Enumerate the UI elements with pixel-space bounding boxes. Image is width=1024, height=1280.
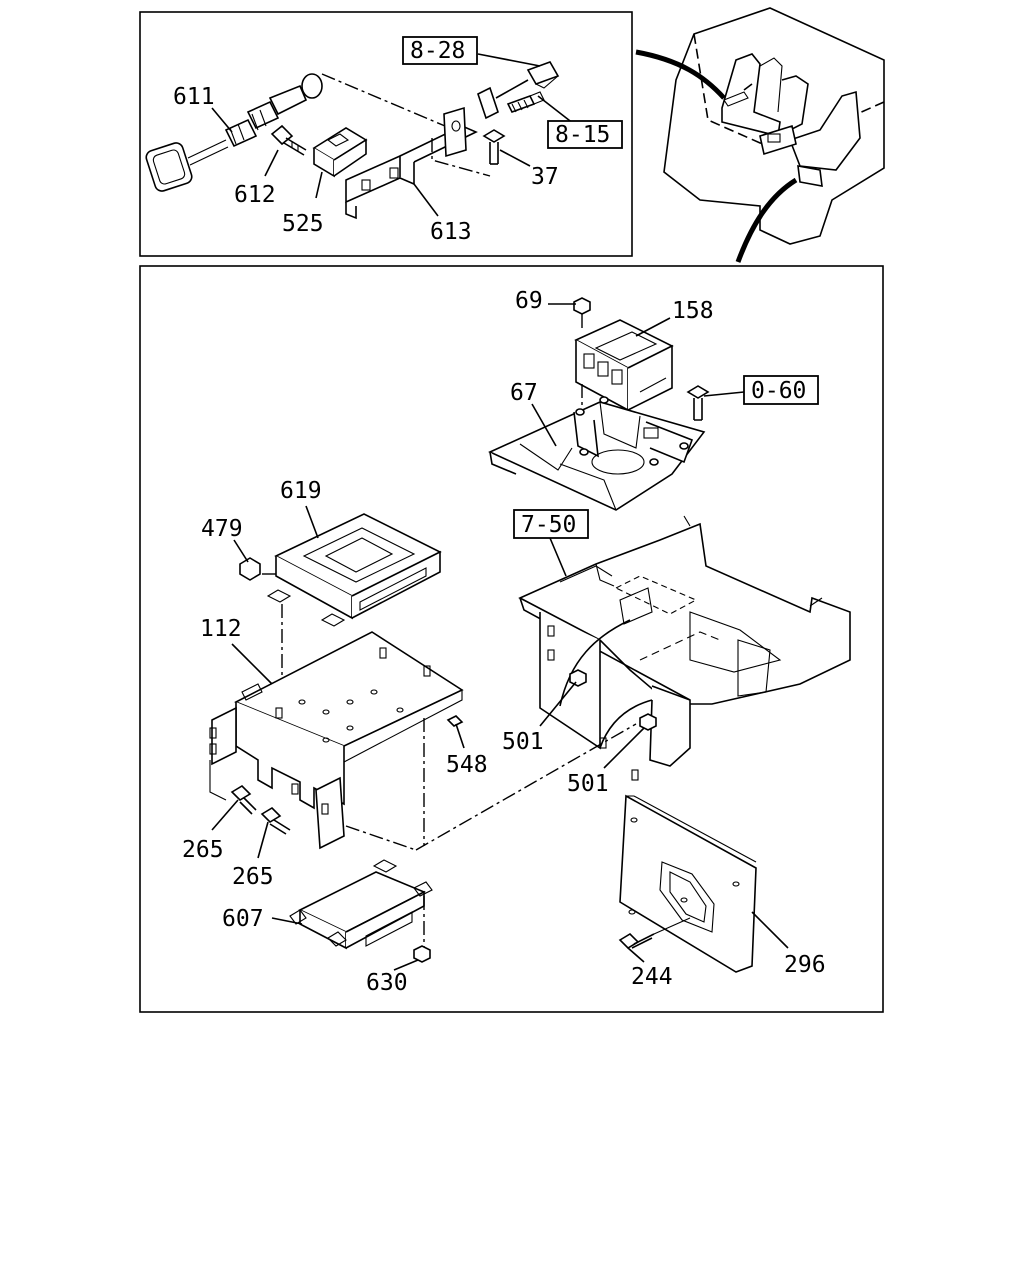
part-612-bolt-drawing bbox=[270, 124, 307, 156]
part-548-clip-drawing bbox=[446, 715, 464, 727]
leader-607 bbox=[271, 917, 303, 925]
part-7-50-floor-frame-drawing bbox=[518, 515, 851, 781]
leader-37 bbox=[499, 149, 531, 167]
callout-612: 612 bbox=[234, 182, 276, 208]
guide-line-611 bbox=[321, 73, 446, 127]
part-479-nut-drawing bbox=[239, 557, 276, 581]
ref-8-28: 8-28 bbox=[410, 38, 465, 64]
top-panel bbox=[139, 11, 633, 257]
callout-labels: 611 612 525 613 37 8-28 8-15 69 158 67 0… bbox=[173, 38, 826, 996]
part-525-clip-drawing bbox=[312, 127, 368, 178]
leader-112 bbox=[231, 643, 273, 685]
leader-244 bbox=[627, 947, 645, 963]
callout-265-right: 265 bbox=[232, 864, 274, 890]
leader-296 bbox=[751, 911, 789, 949]
top-panel-frame bbox=[139, 11, 633, 257]
callout-479: 479 bbox=[201, 516, 243, 542]
callout-630: 630 bbox=[366, 970, 408, 996]
leader-613 bbox=[413, 183, 439, 217]
leader-0-60 bbox=[703, 391, 745, 397]
main-panel-frame bbox=[139, 265, 884, 1013]
leader-479 bbox=[233, 539, 249, 563]
part-0-60-bolt-drawing bbox=[686, 385, 710, 421]
main-panel bbox=[139, 265, 884, 1013]
ref-8-15: 8-15 bbox=[555, 122, 610, 148]
part-611-sensor-drawing bbox=[145, 73, 323, 192]
callout-67: 67 bbox=[510, 380, 538, 406]
leader-8-15 bbox=[537, 95, 575, 125]
leader-619 bbox=[305, 505, 319, 539]
part-619-ecu-drawing bbox=[266, 513, 442, 627]
ref-box-7-50 bbox=[513, 509, 589, 539]
callout-158: 158 bbox=[672, 298, 714, 324]
callout-296: 296 bbox=[784, 952, 826, 978]
ref-box-8-15 bbox=[547, 120, 623, 149]
ref-7-50: 7-50 bbox=[521, 512, 576, 538]
leader-158 bbox=[635, 317, 671, 337]
part-67-bracket-drawing bbox=[488, 396, 706, 511]
callout-265-left: 265 bbox=[182, 837, 224, 863]
ref-0-60: 0-60 bbox=[751, 378, 806, 404]
leader-501a bbox=[539, 681, 577, 727]
callout-69: 69 bbox=[515, 288, 543, 314]
leader-67 bbox=[531, 403, 557, 447]
callout-112: 112 bbox=[200, 616, 242, 642]
leader-525 bbox=[315, 171, 323, 199]
leader-612 bbox=[264, 149, 279, 177]
callout-501-right: 501 bbox=[567, 771, 609, 797]
part-265-screws-drawing bbox=[230, 784, 291, 835]
part-501-nuts-drawing bbox=[569, 669, 657, 731]
leader-7-50 bbox=[549, 537, 567, 577]
callout-525: 525 bbox=[282, 211, 324, 237]
part-112-bracket-drawing bbox=[209, 631, 464, 850]
leader-548 bbox=[455, 723, 465, 749]
part-244-bolt-drawing bbox=[618, 917, 691, 950]
callout-37: 37 bbox=[531, 164, 559, 190]
leader-8-28 bbox=[477, 53, 541, 67]
ref-box-0-60 bbox=[743, 375, 819, 405]
leader-501b bbox=[603, 727, 645, 769]
callout-244: 244 bbox=[631, 964, 673, 990]
callout-501-left: 501 bbox=[502, 729, 544, 755]
callout-607: 607 bbox=[222, 906, 264, 932]
callout-548: 548 bbox=[446, 752, 488, 778]
part-607-module-drawing bbox=[289, 859, 433, 950]
leader-265a bbox=[211, 799, 239, 831]
part-69-nut-drawing bbox=[573, 297, 591, 330]
leader-630 bbox=[393, 959, 419, 971]
cab-overview-sketch bbox=[635, 7, 885, 263]
leader-265b bbox=[257, 821, 269, 859]
part-158-unit-drawing bbox=[574, 319, 674, 412]
callout-613: 613 bbox=[430, 219, 472, 245]
part-37-bolt-drawing bbox=[482, 129, 506, 165]
part-296-cover-drawing bbox=[619, 794, 757, 973]
part-630-nut-drawing bbox=[413, 945, 431, 963]
callout-611: 611 bbox=[173, 84, 215, 110]
callout-619: 619 bbox=[280, 478, 322, 504]
leader-611 bbox=[211, 107, 233, 133]
ref-box-8-28 bbox=[402, 36, 478, 65]
part-613-bracket-drawing bbox=[345, 106, 491, 220]
harness-connector-drawing bbox=[477, 61, 560, 120]
